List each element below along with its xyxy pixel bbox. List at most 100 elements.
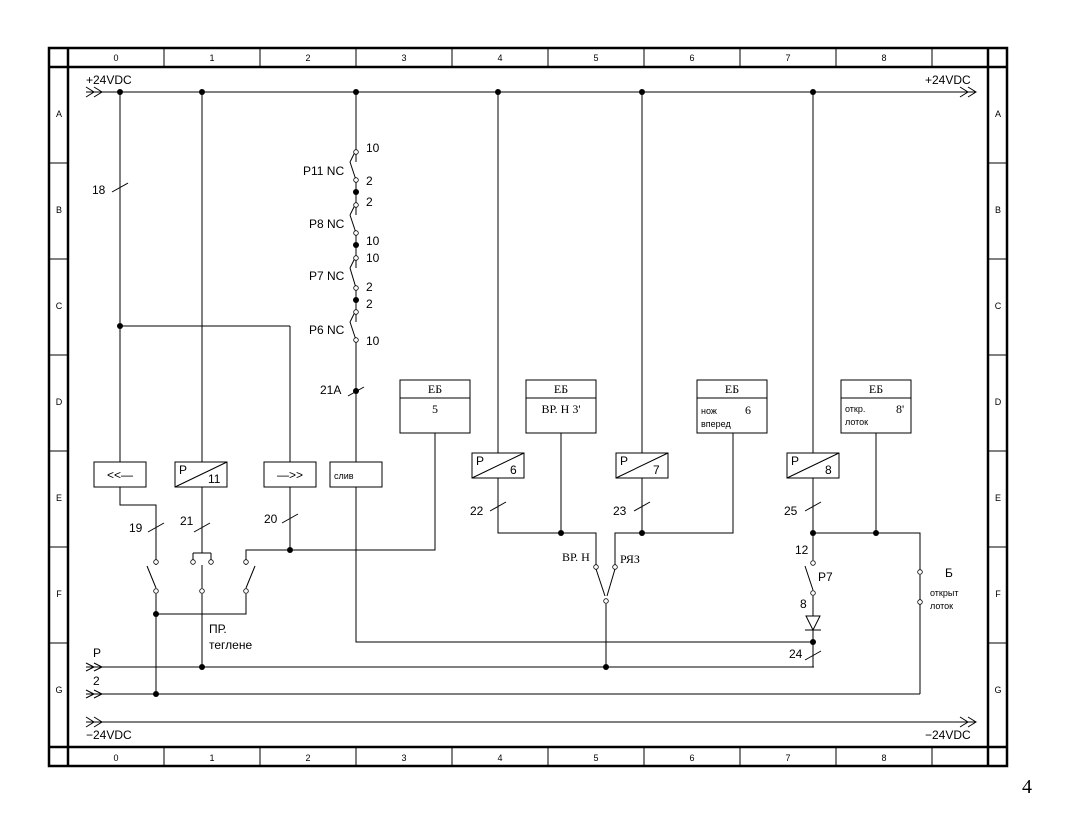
col-label-top: 5 [593, 53, 598, 63]
row-label-right: D [995, 397, 1002, 407]
drain-device: слив [329, 461, 383, 488]
retract-arrow-icon: <<— [107, 468, 133, 482]
devices: <<— P 11 —>> слив P 6 P 7 [93, 379, 912, 488]
wire-label: 20 [264, 512, 278, 526]
wire-label: 21 [180, 514, 194, 528]
rail-label-bottom-left: −24VDC [86, 728, 132, 742]
relay-p8: P 8 [786, 452, 840, 479]
advance-arrow-icon: —>> [277, 468, 303, 482]
eb-box-8-line2: лоток [845, 417, 868, 427]
eb-box-5: ЕБ 5 [399, 379, 471, 434]
relay-p6-letter: P [476, 454, 484, 468]
row-label-left: F [56, 589, 62, 599]
junction-dots [117, 89, 879, 697]
eb-box-3-title: ЕБ [554, 382, 568, 396]
row-label-left: E [56, 493, 62, 503]
col-label-top: 6 [689, 53, 694, 63]
switch-label-b-sub1: открыт [930, 588, 958, 598]
eb-box-6-number: 6 [745, 403, 751, 417]
eb-box-6-title: ЕБ [725, 382, 739, 396]
row-label-right: A [995, 109, 1001, 119]
relay-p11-number: 11 [208, 472, 221, 486]
col-label-bottom: 4 [497, 753, 502, 763]
eb-box-8-number: 8' [896, 402, 904, 416]
col-label-bottom: 5 [593, 753, 598, 763]
col-label-top: 0 [113, 53, 118, 63]
row-label-right: F [995, 589, 1001, 599]
switch-label-ryaz: РЯЗ [620, 552, 640, 566]
terminal-number: 2 [366, 195, 373, 209]
row-label-right: E [995, 493, 1001, 503]
relay-p11-letter: P [179, 463, 187, 477]
labels: 18 19 21 20 21A 22 23 25 24 P11 NC 10 2 … [92, 141, 958, 661]
eb-box-5-text: 5 [432, 402, 438, 416]
row-label-left: D [56, 397, 63, 407]
col-label-top: 7 [785, 53, 790, 63]
col-label-top: 4 [497, 53, 502, 63]
wire-label: 21A [320, 383, 341, 397]
eb-box-8: ЕБ откр. лоток 8' [840, 379, 912, 434]
drain-label: слив [334, 471, 354, 481]
eb-box-8-title: ЕБ [869, 382, 883, 396]
switch-label-b-sub2: лоток [930, 601, 953, 611]
row-label-left: B [56, 205, 62, 215]
row-label-left: G [55, 685, 62, 695]
rail-label-top-right: +24VDC [925, 73, 971, 87]
eb-box-8-line1: откр. [845, 404, 865, 414]
rail-label-bottom-right: −24VDC [925, 728, 971, 742]
relay-p8-letter: P [791, 454, 799, 468]
eb-box-6-line2: вперед [701, 419, 731, 429]
pr-label-line1: ПР. [209, 622, 227, 636]
contact-label-p6: P6 NC [309, 323, 345, 337]
col-label-top: 1 [209, 53, 214, 63]
terminal-number: 2 [366, 297, 373, 311]
terminals [153, 149, 923, 605]
eb-box-6-line1: нож [701, 406, 717, 416]
wire-label: 23 [613, 504, 627, 518]
row-label-right: G [994, 685, 1001, 695]
switch-label-vrn: ВР. Н [562, 550, 590, 564]
relay-p8-number: 8 [825, 463, 832, 477]
relay-p11: P 11 [174, 461, 228, 488]
contact-label-p8: P8 NC [309, 217, 345, 231]
advance-device: —>> [263, 461, 317, 488]
terminal-number: 10 [366, 334, 380, 348]
col-label-bottom: 3 [401, 753, 406, 763]
power-rails: +24VDC +24VDC −24VDC −24VDC P 2 [85, 73, 977, 742]
page-number: 4 [1022, 776, 1032, 798]
wire-label: 25 [784, 504, 798, 518]
switch-label-b: Б [945, 566, 953, 580]
wire-label: 24 [789, 647, 803, 661]
eb-box-6: ЕБ нож вперед 6 [696, 379, 768, 434]
wire-label: 22 [470, 504, 484, 518]
terminal-number: 12 [795, 543, 809, 557]
wiring [119, 92, 921, 694]
contact-label-p11: P11 NC [303, 164, 344, 178]
eb-box-3: ЕБ ВР. Н 3' [525, 379, 597, 434]
col-label-bottom: 8 [881, 753, 886, 763]
col-label-bottom: 6 [689, 753, 694, 763]
col-label-top: 8 [881, 53, 886, 63]
relay-p6-number: 6 [510, 463, 517, 477]
col-label-bottom: 0 [113, 753, 118, 763]
col-label-bottom: 1 [209, 753, 214, 763]
col-label-top: 2 [305, 53, 310, 63]
bus-label-p: P [93, 646, 101, 660]
contact-label-p7: P7 NC [309, 269, 345, 283]
wire-label: 18 [92, 183, 106, 197]
wire-ticks [111, 182, 822, 661]
terminal-number: 2 [366, 280, 373, 294]
terminal-number: 2 [366, 174, 373, 188]
eb-box-3-text: ВР. Н 3' [541, 402, 580, 416]
wire-label: 19 [129, 521, 143, 535]
switch-label-p7: P7 [818, 570, 833, 584]
terminal-number: 10 [366, 141, 380, 155]
bus-label-2: 2 [93, 674, 100, 688]
relay-p7-letter: P [620, 454, 628, 468]
terminal-number: 8 [800, 597, 807, 611]
row-label-right: C [995, 301, 1002, 311]
col-label-top: 3 [401, 53, 406, 63]
eb-box-5-title: ЕБ [428, 382, 442, 396]
retract-device: <<— [93, 461, 147, 488]
